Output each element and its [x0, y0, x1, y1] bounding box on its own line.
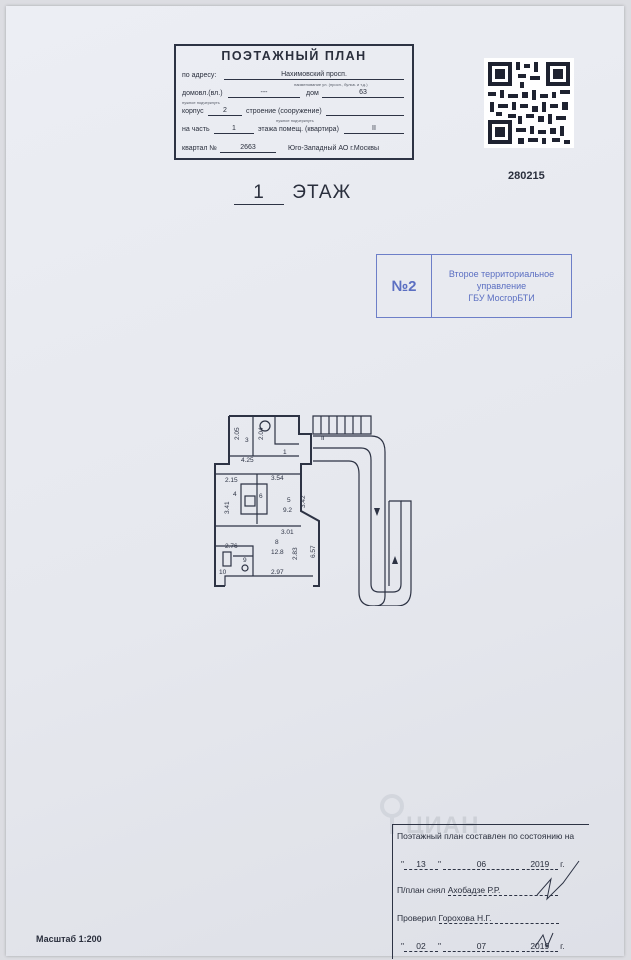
stamp-line-1: Второе территориальное [448, 269, 555, 279]
signoff-block: Поэтажный план составлен по состоянию на… [392, 824, 589, 959]
dim-354: 3.54 [271, 475, 284, 482]
chast-label: на часть [182, 126, 210, 133]
date1-year: 2019 [521, 859, 558, 870]
signoff-line1: Поэтажный план составлен по состоянию на [397, 831, 575, 841]
bti-stamp: №2 Второе территориальное управление ГБУ… [376, 254, 572, 318]
header-block: ПОЭТАЖНЫЙ ПЛАН по адресу: Нахимовский пр… [174, 44, 414, 160]
room-5-area: 9.2 [283, 507, 292, 514]
dom-value: 63 [322, 88, 404, 98]
floor-label: ЭТАЖ [292, 182, 352, 203]
date1-suffix: г. [560, 859, 565, 869]
stamp-number: №2 [377, 255, 432, 317]
dim-342: 3.42 [300, 495, 307, 508]
signoff-proveril: Проверил Горохова Н.Г. [397, 913, 559, 924]
room-6: 6 [259, 493, 263, 500]
korpus-label: корпус [182, 108, 204, 115]
address-value: Нахимовский просп. [224, 70, 404, 80]
plan-sheet: ПОЭТАЖНЫЙ ПЛАН по адресу: Нахимовский пр… [6, 6, 624, 959]
snyal-label: П/план снял [397, 885, 446, 895]
chast-value: 1 [214, 124, 254, 134]
qr-code [484, 58, 574, 148]
room-9: 9 [243, 557, 247, 564]
date2-month: 07 [443, 941, 520, 952]
signoff-snyal: П/план снял Ахобадзе Р.Р. [397, 885, 558, 896]
dim-205: 2.05 [234, 427, 241, 440]
floor-title: 1 ЭТАЖ [234, 182, 351, 205]
dim-297: 2.97 [271, 569, 284, 576]
kvartal-value: 2663 [220, 143, 276, 153]
stroenie-label: строение (сооружение) [246, 108, 322, 115]
header-title: ПОЭТАЖНЫЙ ПЛАН [221, 49, 367, 63]
date2-year: 2019 [521, 941, 558, 952]
stamp-line-2: управление [476, 281, 527, 291]
room-10: 10 [219, 569, 227, 576]
dim-425: 4.25 [241, 457, 254, 464]
room-3: 3 [245, 437, 249, 444]
signature-marks [534, 860, 580, 949]
document-number: 280215 [508, 170, 545, 182]
floor-number: 1 [234, 182, 284, 205]
dim-341: 3.41 [224, 501, 231, 514]
domovl-label: домовл.(вл.) [182, 90, 223, 97]
stroenie-value [326, 106, 404, 116]
stamp-line-3: ГБУ МосгорБТИ [468, 293, 535, 303]
signoff-date2: "02" 07 2019 г. [401, 941, 565, 952]
etazha-value: II [344, 124, 404, 134]
date1-month: 06 [443, 859, 520, 870]
room-4: 4 [233, 491, 237, 498]
date1-day: 13 [404, 859, 439, 870]
dim-276: 2.76 [225, 543, 238, 550]
proveril-label: Проверил [397, 913, 437, 923]
watermark-text: ЦИАН [406, 812, 480, 839]
stroenie-hint: нужное подчеркнуть [276, 118, 314, 123]
room-8-area: 12.8 [271, 549, 284, 556]
dim-283: 2.83 [292, 547, 299, 560]
snyal-value: Ахобадзе Р.Р. [447, 885, 558, 896]
proveril-value: Горохова Н.Г. [438, 913, 559, 924]
stamp-text: Второе территориальное управление ГБУ Мо… [432, 255, 571, 317]
address-row: по адресу: [182, 72, 216, 79]
floor-plan-drawing: 2.05 3 2.04 1 II 4.25 2.15 3.54 4 3.41 6… [214, 415, 412, 606]
room-1: 1 [283, 449, 287, 456]
signoff-date1: "13" 06 2019 г. [401, 859, 565, 870]
room-5: 5 [287, 497, 291, 504]
dim-215: 2.15 [225, 477, 238, 484]
room-8: 8 [275, 539, 279, 546]
date2-day: 02 [404, 941, 439, 952]
address-hint: наименование ул. (просп., бульв. и т.д.) [294, 82, 368, 87]
korpus-value: 2 [208, 106, 242, 116]
etazha-label: этажа помещ. (квартира) [258, 126, 339, 133]
domovl-hint: нужное подчеркнуть [182, 100, 220, 105]
room-II: II [321, 435, 325, 442]
scale-label: Масштаб 1:200 [36, 934, 102, 944]
kvartal-label: квартал № [182, 145, 217, 152]
dom-label: дом [306, 90, 319, 97]
date2-suffix: г. [560, 941, 565, 951]
district-text: Юго-Западный АО г.Москвы [288, 145, 379, 152]
dim-204: 2.04 [258, 427, 265, 440]
dim-301: 3.01 [281, 529, 294, 536]
address-label: по адресу: [182, 72, 217, 79]
dim-657: 6.57 [310, 545, 317, 558]
domovl-value: --- [228, 88, 300, 98]
